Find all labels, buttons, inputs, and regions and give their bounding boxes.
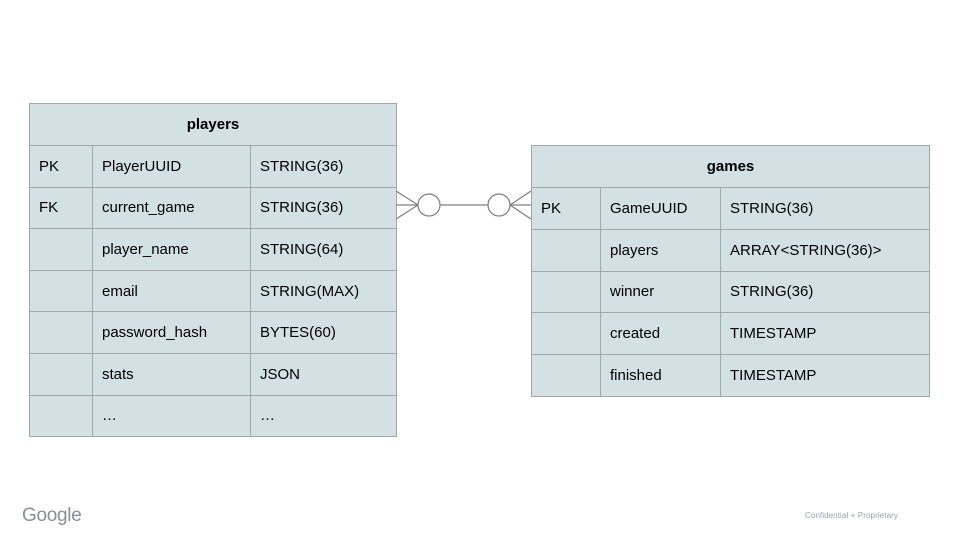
column-name-cell: PlayerUUID bbox=[92, 145, 251, 188]
column-type-cell: STRING(36) bbox=[720, 187, 930, 230]
column-type-cell: BYTES(60) bbox=[250, 311, 397, 354]
zero-circle-right-icon bbox=[487, 193, 511, 217]
players-table-title: players bbox=[29, 103, 397, 146]
key-cell bbox=[531, 312, 601, 356]
column-type-cell: STRING(MAX) bbox=[250, 269, 397, 313]
column-type-cell: STRING(36) bbox=[250, 145, 397, 188]
crows-foot-right-icon bbox=[509, 190, 531, 220]
column-name-cell: player_name bbox=[92, 228, 251, 271]
key-cell bbox=[29, 311, 93, 354]
relationship-connector bbox=[396, 190, 531, 220]
table-row: PK PlayerUUID STRING(36) bbox=[29, 145, 397, 188]
games-table: games PK GameUUID STRING(36) players ARR… bbox=[531, 145, 930, 397]
google-logo: Google bbox=[22, 505, 82, 526]
table-row: player_name STRING(64) bbox=[29, 228, 397, 271]
table-row: password_hash BYTES(60) bbox=[29, 311, 397, 354]
table-row: players ARRAY<STRING(36)> bbox=[531, 228, 930, 272]
column-name-cell: … bbox=[92, 394, 251, 438]
games-table-title: games bbox=[531, 145, 930, 188]
table-row: winner STRING(36) bbox=[531, 270, 930, 314]
table-row: stats JSON bbox=[29, 352, 397, 396]
column-name-cell: current_game bbox=[92, 186, 251, 230]
column-name-cell: created bbox=[600, 312, 721, 356]
key-cell: PK bbox=[29, 145, 93, 188]
confidentiality-notice: Confidential + Proprietary bbox=[804, 511, 898, 520]
table-row: email STRING(MAX) bbox=[29, 269, 397, 313]
column-name-cell: stats bbox=[92, 352, 251, 396]
table-title-row: games bbox=[531, 145, 930, 188]
column-name-cell: GameUUID bbox=[600, 187, 721, 230]
key-cell bbox=[531, 270, 601, 314]
key-cell: FK bbox=[29, 186, 93, 230]
key-cell bbox=[531, 354, 601, 397]
column-type-cell: STRING(36) bbox=[250, 186, 397, 230]
table-title-row: players bbox=[29, 103, 397, 146]
key-cell bbox=[29, 269, 93, 313]
table-row: finished TIMESTAMP bbox=[531, 354, 930, 397]
column-type-cell: TIMESTAMP bbox=[720, 354, 930, 397]
games-entity: games PK GameUUID STRING(36) players ARR… bbox=[531, 145, 930, 397]
column-name-cell: finished bbox=[600, 354, 721, 397]
column-name-cell: winner bbox=[600, 270, 721, 314]
column-name-cell: password_hash bbox=[92, 311, 251, 354]
column-type-cell: TIMESTAMP bbox=[720, 312, 930, 356]
column-type-cell: … bbox=[250, 394, 397, 438]
table-row: FK current_game STRING(36) bbox=[29, 186, 397, 230]
table-row: … … bbox=[29, 394, 397, 438]
column-name-cell: players bbox=[600, 228, 721, 272]
players-table: players PK PlayerUUID STRING(36) FK curr… bbox=[29, 103, 397, 438]
crows-foot-left-icon bbox=[396, 190, 419, 220]
column-type-cell: STRING(64) bbox=[250, 228, 397, 271]
key-cell bbox=[29, 228, 93, 271]
column-type-cell: STRING(36) bbox=[720, 270, 930, 314]
key-cell: PK bbox=[531, 187, 601, 230]
key-cell bbox=[531, 228, 601, 272]
zero-circle-left-icon bbox=[417, 193, 441, 217]
table-row: PK GameUUID STRING(36) bbox=[531, 187, 930, 230]
column-type-cell: ARRAY<STRING(36)> bbox=[720, 228, 930, 272]
table-row: created TIMESTAMP bbox=[531, 312, 930, 356]
key-cell bbox=[29, 394, 93, 438]
column-name-cell: email bbox=[92, 269, 251, 313]
key-cell bbox=[29, 352, 93, 396]
players-entity: players PK PlayerUUID STRING(36) FK curr… bbox=[29, 103, 397, 438]
column-type-cell: JSON bbox=[250, 352, 397, 396]
